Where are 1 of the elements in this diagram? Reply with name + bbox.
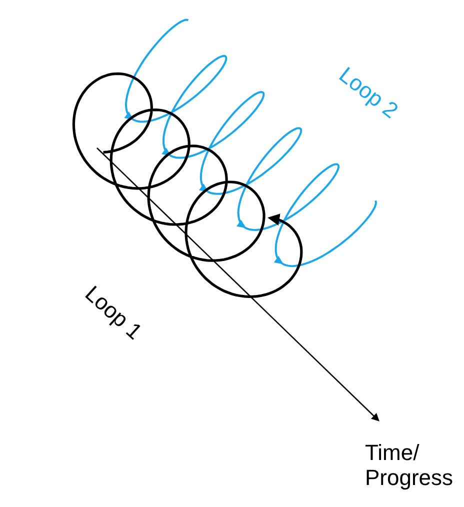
axis-label: Time/ Progress	[365, 440, 454, 491]
